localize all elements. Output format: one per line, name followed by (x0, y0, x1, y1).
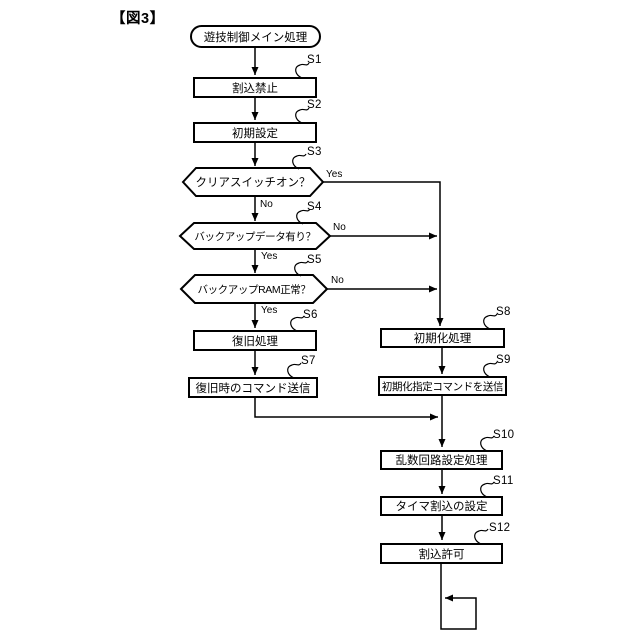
figure-label: 【図3】 (111, 11, 165, 27)
node-s8-process: 初期化処理 (380, 328, 505, 348)
step-label-s12: S12 (489, 522, 511, 534)
node-s7-process: 復旧時のコマンド送信 (188, 377, 318, 398)
node-s5-decision-label: バックアップRAM正常？ (197, 283, 311, 296)
step-label-s10: S10 (493, 429, 515, 441)
step-label-s4: S4 (307, 201, 322, 213)
node-s10-process: 乱数回路設定処理 (380, 450, 503, 470)
branch-label-s3-no: No (260, 199, 273, 210)
node-s1-process: 割込禁止 (193, 77, 317, 98)
step-label-connectors (287, 62, 498, 545)
branch-label-s4-yes: Yes (261, 251, 278, 262)
branch-label-s4-no: No (333, 222, 346, 233)
step-label-s11: S11 (493, 475, 514, 487)
step-label-s5: S5 (307, 254, 322, 266)
step-label-s7: S7 (301, 355, 316, 367)
step-label-s9: S9 (496, 354, 511, 366)
decision-shapes (178, 167, 332, 304)
node-s11-process: タイマ割込の設定 (380, 496, 503, 516)
node-s2-process: 初期設定 (193, 122, 317, 143)
branch-label-s3-yes: Yes (326, 169, 343, 180)
node-start-terminal: 遊技制御メイン処理 (190, 25, 321, 48)
decision-shape-s3 (181, 167, 325, 197)
step-label-s1: S1 (307, 54, 322, 66)
node-s4-decision-label: バックアップデータ有り？ (194, 230, 316, 243)
loop-back-edge (440, 564, 477, 630)
step-label-s3: S3 (307, 146, 322, 158)
node-s6-process: 復旧処理 (193, 330, 317, 351)
node-s12-process: 割込許可 (380, 543, 503, 564)
step-label-s8: S8 (496, 306, 511, 318)
decision-shape-s5 (179, 274, 329, 304)
node-s3-decision-label: クリアスイッチオン？ (195, 177, 311, 189)
step-label-s6: S6 (303, 309, 318, 321)
flow-edges (251, 47, 477, 630)
decision-shape-s4 (178, 222, 332, 250)
node-s9-process: 初期化指定コマンドを送信 (378, 376, 507, 396)
step-label-s2: S2 (307, 99, 322, 111)
branch-label-s5-no: No (331, 275, 344, 286)
branch-label-s5-yes: Yes (261, 305, 278, 316)
